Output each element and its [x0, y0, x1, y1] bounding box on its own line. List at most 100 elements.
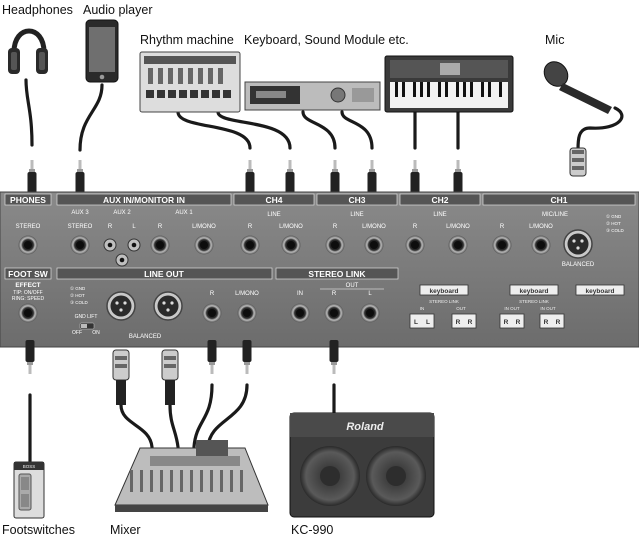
label-link-out: OUT: [346, 283, 359, 289]
top-plugs: [27, 147, 587, 194]
label-ch4-r: R: [248, 224, 253, 230]
headphones-cable: [24, 78, 34, 147]
jack-aux2-r[interactable]: [103, 238, 117, 252]
jack-aux1-lmono[interactable]: [194, 235, 214, 255]
ch1-pin-1: ① GND: [606, 214, 622, 219]
link-diagram-keyboard-1: keyboard: [430, 288, 459, 295]
link-diagram-out-1: OUT: [456, 306, 466, 311]
label-ch2-lmono: L/MONO: [446, 224, 470, 230]
module-cable-r: [301, 110, 337, 150]
label-aux1-r: R: [158, 224, 163, 230]
label-amp: KC-990: [291, 523, 333, 537]
jack-link-out-l[interactable]: [360, 303, 380, 323]
section-ch4: CH4: [265, 195, 282, 205]
lineout-pin-1: ① GND: [70, 286, 86, 291]
label-ch4-lmono: L/MONO: [279, 224, 303, 230]
link-diagram-label-2: STEREO LINK: [519, 299, 549, 304]
link-r-3: R: [504, 319, 509, 326]
xlr-plug-bottom-1: [112, 349, 130, 405]
jack-ch1-lmono[interactable]: [531, 235, 551, 255]
panel-headers-bottom: FOOT SW LINE OUT STEREO LINK: [4, 267, 399, 280]
jack-foot-sw[interactable]: [18, 303, 38, 323]
label-effect-ring: RING: SPEED: [12, 296, 45, 302]
link-diagram-keyboard-3: keyboard: [586, 288, 615, 295]
label-aux3: AUX 3: [71, 210, 89, 216]
jack-ch4-lmono[interactable]: [281, 235, 301, 255]
panel-row1-labels: STEREO AUX 3 STEREO AUX 2 R L AUX 1 R L/…: [16, 210, 625, 268]
label-ch1-micline: MIC/LINE: [542, 212, 568, 218]
audio-player: [85, 19, 119, 83]
label-aux2-r: R: [108, 224, 113, 230]
mixer-cable-1: [119, 403, 154, 449]
section-stereo-link: STEREO LINK: [308, 269, 366, 279]
label-aux1-lmono: L/MONO: [192, 224, 216, 230]
panel-row2-markings: [79, 288, 384, 330]
lineout-pin-3: ③ COLD: [70, 300, 89, 305]
label-audio-player: Audio player: [83, 3, 153, 17]
jack-lineout-xlr-2[interactable]: [153, 291, 183, 321]
link-diagram-out-2: IN OUT: [540, 306, 556, 311]
label-mic: Mic: [545, 33, 564, 47]
label-aux3-stereo: STEREO: [68, 224, 93, 230]
jack-ch1-xlr[interactable]: [563, 229, 593, 259]
microphone: [543, 61, 612, 114]
label-keyboard-module: Keyboard, Sound Module etc.: [244, 33, 409, 47]
jack-ch1-r[interactable]: [492, 235, 512, 255]
section-ch3: CH3: [348, 195, 365, 205]
label-rhythm-machine: Rhythm machine: [140, 33, 234, 47]
mixer-cable-4: [206, 383, 249, 449]
link-r-5: R: [544, 319, 549, 326]
label-gnd-off: OFF: [72, 330, 82, 336]
jack-aux2-l[interactable]: [127, 238, 141, 252]
xlr-plug-bottom-2: [161, 349, 179, 405]
label-aux2: AUX 2: [113, 210, 131, 216]
link-diagram-in-1: IN: [420, 306, 425, 311]
keyboard: [384, 55, 514, 113]
jack-ch3-lmono[interactable]: [364, 235, 384, 255]
module-cable-l: [340, 110, 374, 150]
mic-cable: [576, 106, 624, 152]
lineout-pin-2: ② HOT: [70, 293, 85, 298]
label-ch1-balanced: BALANCED: [562, 262, 595, 268]
mixer-cable-2: [168, 403, 180, 449]
section-line-out: LINE OUT: [144, 269, 184, 279]
panel-row2-labels: EFFECT TIP: ON/OFF RING: SPEED ① GND ② H…: [12, 282, 372, 340]
jack-aux1-r[interactable]: [150, 235, 170, 255]
amplifier: Roland: [289, 412, 435, 518]
audio-player-cable: [78, 83, 104, 152]
stereo-link-diagrams: keyboard STEREO LINK IN OUT L L R R keyb…: [409, 284, 625, 329]
label-mixer: Mixer: [110, 523, 141, 537]
jack-phones[interactable]: [18, 235, 38, 255]
label-ch1-lmono: L/MONO: [529, 224, 553, 230]
jack-lineout-r[interactable]: [202, 303, 222, 323]
jack-link-out-r[interactable]: [324, 303, 344, 323]
label-ch2-r: R: [413, 224, 418, 230]
rhythm-machine-cable-r: [176, 110, 252, 150]
jack-link-in[interactable]: [290, 303, 310, 323]
cables: [24, 78, 624, 464]
jack-ch2-lmono[interactable]: [448, 235, 468, 255]
label-phones-stereo: STEREO: [16, 224, 41, 230]
label-ch2-line: LINE: [433, 212, 446, 218]
label-ch1-r: R: [500, 224, 505, 230]
jack-aux2-extra[interactable]: [115, 253, 129, 267]
jack-ch2-r[interactable]: [405, 235, 425, 255]
label-ch3-line: LINE: [350, 212, 363, 218]
jack-aux3[interactable]: [70, 235, 90, 255]
jack-ch3-r[interactable]: [325, 235, 345, 255]
label-link-out-l: L: [368, 291, 372, 297]
mixer-cable-3: [192, 383, 214, 449]
jack-lineout-lmono[interactable]: [237, 303, 257, 323]
device-labels: Headphones Audio player Rhythm machine K…: [2, 3, 564, 537]
sound-module: [244, 81, 381, 111]
jack-lineout-xlr-1[interactable]: [106, 291, 136, 321]
section-foot-sw: FOOT SW: [8, 269, 49, 279]
label-aux1: AUX 1: [175, 210, 193, 216]
jack-ch4-r[interactable]: [240, 235, 260, 255]
footswitches: BOSS: [13, 461, 45, 519]
footswitch-brand: BOSS: [23, 464, 36, 469]
link-diagram-inout-2: IN OUT: [504, 306, 520, 311]
label-effect-tip: TIP: ON/OFF: [13, 290, 42, 296]
label-footswitches: Footswitches: [2, 523, 75, 537]
